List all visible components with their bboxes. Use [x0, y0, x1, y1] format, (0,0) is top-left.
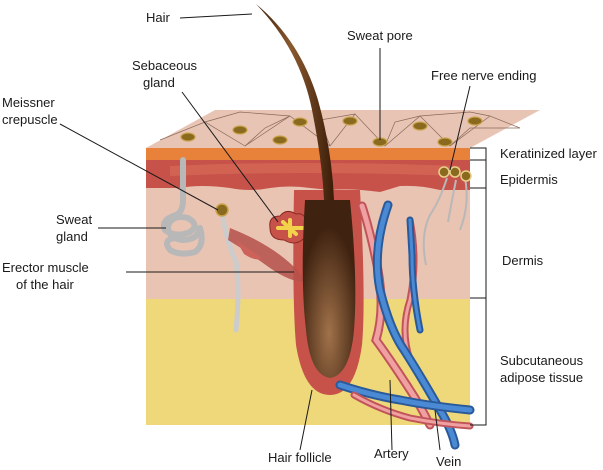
label-free-nerve-ending: Free nerve ending [431, 68, 537, 83]
erector-muscle [228, 228, 305, 282]
label-hair: Hair [146, 10, 171, 25]
label-sweat-pore: Sweat pore [347, 28, 413, 43]
keratin-cells [180, 116, 483, 147]
label-sweat-gland-line2: gland [56, 229, 88, 244]
free-nerve-endings [438, 166, 472, 182]
label-hair-follicle: Hair follicle [268, 450, 332, 465]
label-sebaceous-gland-line1: Sebaceous [132, 58, 198, 73]
hair-root [302, 200, 356, 378]
label-dermis: Dermis [502, 253, 544, 268]
label-erector-muscle-line2: of the hair [16, 277, 74, 292]
meissner-nerve [219, 209, 241, 333]
meissner-corpuscle [215, 203, 229, 217]
layer-bracket [470, 147, 487, 426]
label-vein: Vein [436, 454, 461, 469]
vein [335, 200, 475, 450]
leader-lines [59, 13, 471, 451]
keratinized-layer [146, 148, 470, 160]
label-sebaceous-gland-line2: gland [143, 75, 175, 90]
artery [357, 201, 435, 430]
label-meissner-line2: crepuscle [2, 112, 58, 127]
label-subcutaneous-line1: Subcutaneous [500, 353, 584, 368]
label-epidermis: Epidermis [500, 172, 558, 187]
free-nerve-fibers [422, 177, 468, 266]
label-artery: Artery [374, 446, 409, 461]
label-sweat-gland-line1: Sweat [56, 212, 93, 227]
label-subcutaneous-line2: adipose tissue [500, 370, 583, 385]
label-keratinized-layer: Keratinized layer [500, 146, 597, 161]
hair-shaft [256, 4, 334, 200]
sweat-gland [160, 157, 205, 257]
epidermis-highlight [170, 163, 460, 176]
label-meissner-line1: Meissner [2, 95, 55, 110]
sebaceous-gland [269, 210, 309, 244]
label-erector-muscle-line1: Erector muscle [2, 260, 89, 275]
